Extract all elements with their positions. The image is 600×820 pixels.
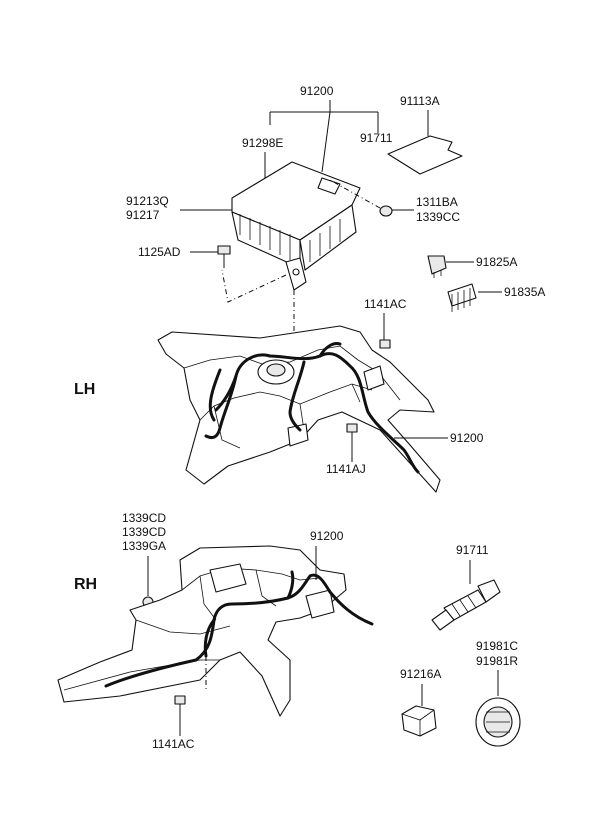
label-1141AJ: 1141AJ [326,462,366,476]
junction-box-ribs [239,214,291,260]
junction-box-side [299,204,357,271]
label-91200-top: 91200 [300,84,334,98]
mount-line-left [221,269,287,303]
section-lh-label: LH [74,381,95,398]
lh-harness-91200 [208,352,420,474]
fuse-block-91835A-icon [447,283,477,307]
label-91217: 91217 [126,208,160,222]
clip-mount-line [329,179,381,209]
fuse-91825A-icon [427,255,447,275]
label-1141AC-lh: 1141AC [364,297,407,311]
fuse-block-pins [451,288,471,312]
lh-panel-edge-1 [183,345,401,401]
label-91711-rh: 91711 [456,543,489,557]
grommet-91981C-slots [486,711,510,733]
bolt-1141AC-rh-icon [174,695,186,705]
leader-91200-box [321,111,331,173]
label-1339GA: 1339GA [122,539,166,553]
cap-91216A-icon [401,705,437,737]
rh-section: RH 1339CD 1339CD 1339GA 91200 1141AC 917… [57,511,521,751]
label-91213Q: 91213Q [126,194,169,208]
connector-91711-ribs [451,595,477,617]
bolt-1141AJ-icon [346,423,358,433]
label-1339CD-2: 1339CD [122,525,166,539]
label-91216A: 91216A [400,667,441,681]
junction-box-assembly: 91200 91298E 91711 91213Q 91217 1125AD 1… [126,84,545,360]
rh-harness-91200 [104,573,374,688]
connector-91711-head [477,579,501,603]
section-rh-label: RH [74,576,97,593]
label-1311BA: 1311BA [416,195,458,209]
rh-inner-panel [209,563,247,593]
lh-body-panel [157,325,441,493]
label-91298E: 91298E [242,136,283,150]
label-91711-top: 91711 [360,131,393,145]
lh-strut-center [266,363,286,377]
label-91113A: 91113A [400,94,440,108]
lh-harness-branch-1 [204,374,238,440]
label-91200-lh: 91200 [450,431,484,445]
connector-91711-tip [431,609,455,631]
junction-box-side-ribs [309,219,341,262]
cap-91216A-edges [401,709,435,736]
fuse-91825A-pins [433,270,442,278]
label-1141AC-rh: 1141AC [152,737,195,751]
label-91825A: 91825A [476,255,517,269]
bracket-hole [292,268,300,276]
lh-harness-branch-2 [288,360,306,432]
label-91981R: 91981R [476,654,518,668]
lh-bracket-block [287,423,309,447]
bolt-1125AD-icon [217,245,231,255]
label-91835A: 91835A [504,285,545,299]
label-91200-rh: 91200 [310,529,344,543]
rh-connector-block [305,589,335,619]
clip-1311BA-icon [379,205,393,217]
cover-sheet-91113A [387,135,463,175]
label-91981C: 91981C [476,639,518,653]
bolt-1141AC-lh-icon [379,339,391,349]
lh-harness-branch-3 [318,342,342,358]
rh-harness-branch-2 [286,570,295,600]
lh-connector-block [363,365,385,391]
rh-body-panel [57,545,347,717]
label-1339CD-1: 1339CD [122,511,166,525]
leader-91200-top [269,100,379,125]
label-1339CC: 1339CC [416,210,460,224]
lh-section: LH 1141AC 91200 1141AJ [74,297,484,493]
label-1125AD: 1125AD [138,245,181,259]
rh-harness-branch-1 [203,618,216,658]
